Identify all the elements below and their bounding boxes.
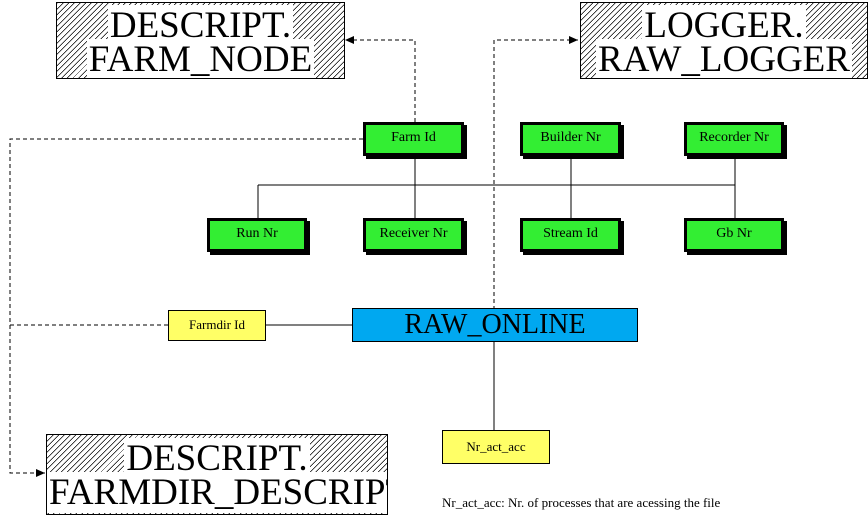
key-receiver-nr: Receiver Nr: [363, 218, 464, 252]
ref-farm-node: [345, 36, 416, 122]
key-stream-id: Stream Id: [520, 218, 621, 252]
legend-note: Nr_act_acc: Nr. of processes that are ac…: [442, 495, 721, 510]
key-run-nr: Run Nr: [207, 218, 307, 252]
ref-farmdir-descript: [9, 138, 363, 477]
entity-raw-logger-line2: RAW_LOGGER: [596, 39, 852, 79]
key-recorder-nr: Recorder Nr: [684, 122, 784, 156]
key-farm-id: Farm Id: [363, 122, 464, 156]
entity-farmdir-descript-line2: FARMDIR_DESCRIPT: [47, 472, 387, 513]
key-gb-nr: Gb Nr: [684, 218, 784, 252]
attribute-farmdir-id: Farmdir Id: [168, 310, 266, 341]
entity-farmdir-descript: DESCRIPT. FARMDIR_DESCRIPT: [46, 434, 388, 515]
entity-raw-logger: LOGGER. RAW_LOGGER: [580, 2, 868, 79]
ref-raw-logger: [493, 36, 578, 310]
entity-farm-node-line2: FARM_NODE: [86, 39, 315, 79]
table-raw-online: RAW_ONLINE: [352, 308, 638, 342]
key-builder-nr: Builder Nr: [520, 122, 621, 156]
attribute-nr-act-acc: Nr_act_acc: [442, 430, 550, 464]
entity-farm-node: DESCRIPT. FARM_NODE: [56, 2, 345, 79]
